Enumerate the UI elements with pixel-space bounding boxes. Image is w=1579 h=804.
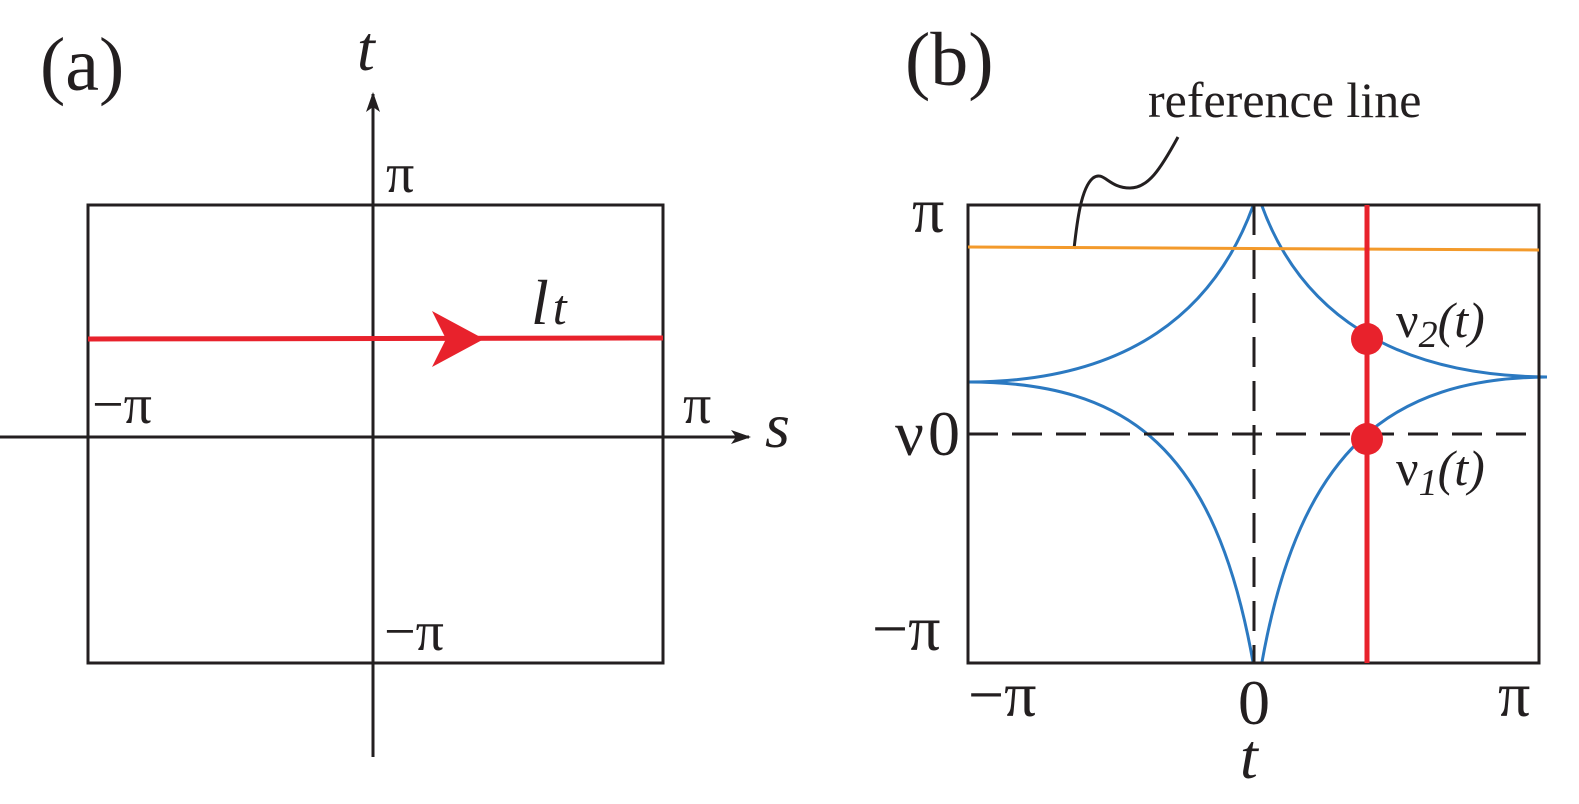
nu2-point: [1351, 323, 1383, 355]
panel-a-frame: [86, 203, 665, 665]
t-tick-bottom: −π: [384, 601, 444, 663]
panel-b-label: (b): [905, 18, 994, 102]
x-tick-right: π: [1498, 659, 1530, 730]
panel-a-label: (a): [40, 23, 124, 107]
curve-lower-right: [1260, 375, 1548, 663]
curve-upper-left: [967, 205, 1255, 384]
panel-b: (b) reference line ν2(t) ν1(t) π ν 0 −π: [872, 18, 1548, 792]
nu1-label: ν1(t): [1396, 440, 1485, 504]
path-lt-arrowhead: [432, 311, 484, 367]
s-tick-right: π: [683, 374, 711, 436]
y-tick-top: π: [912, 175, 944, 246]
y-axis-symbol: ν: [895, 398, 924, 469]
nu1-point: [1351, 423, 1383, 455]
x-axis-label: t: [1240, 721, 1260, 792]
y-tick-bottom: −π: [872, 593, 940, 664]
panel-a: (a) t s π −π −π π lt: [0, 13, 790, 757]
t-axis-label: t: [357, 13, 377, 84]
x-tick-mid: 0: [1238, 667, 1270, 738]
reference-line: [967, 245, 1540, 252]
curve-lower-left: [967, 380, 1255, 663]
t-tick-top: π: [386, 143, 414, 205]
y-tick-mid: 0: [928, 398, 960, 469]
x-tick-left: −π: [968, 659, 1036, 730]
nu2-label: ν2(t): [1396, 292, 1485, 356]
s-tick-left: −π: [92, 374, 152, 436]
path-lt-label: lt: [531, 267, 568, 338]
s-axis-label: s: [765, 390, 790, 461]
path-lt-line: [87, 335, 664, 342]
reference-line-pointer: [1072, 136, 1180, 250]
reference-line-annotation: reference line: [1148, 72, 1421, 128]
